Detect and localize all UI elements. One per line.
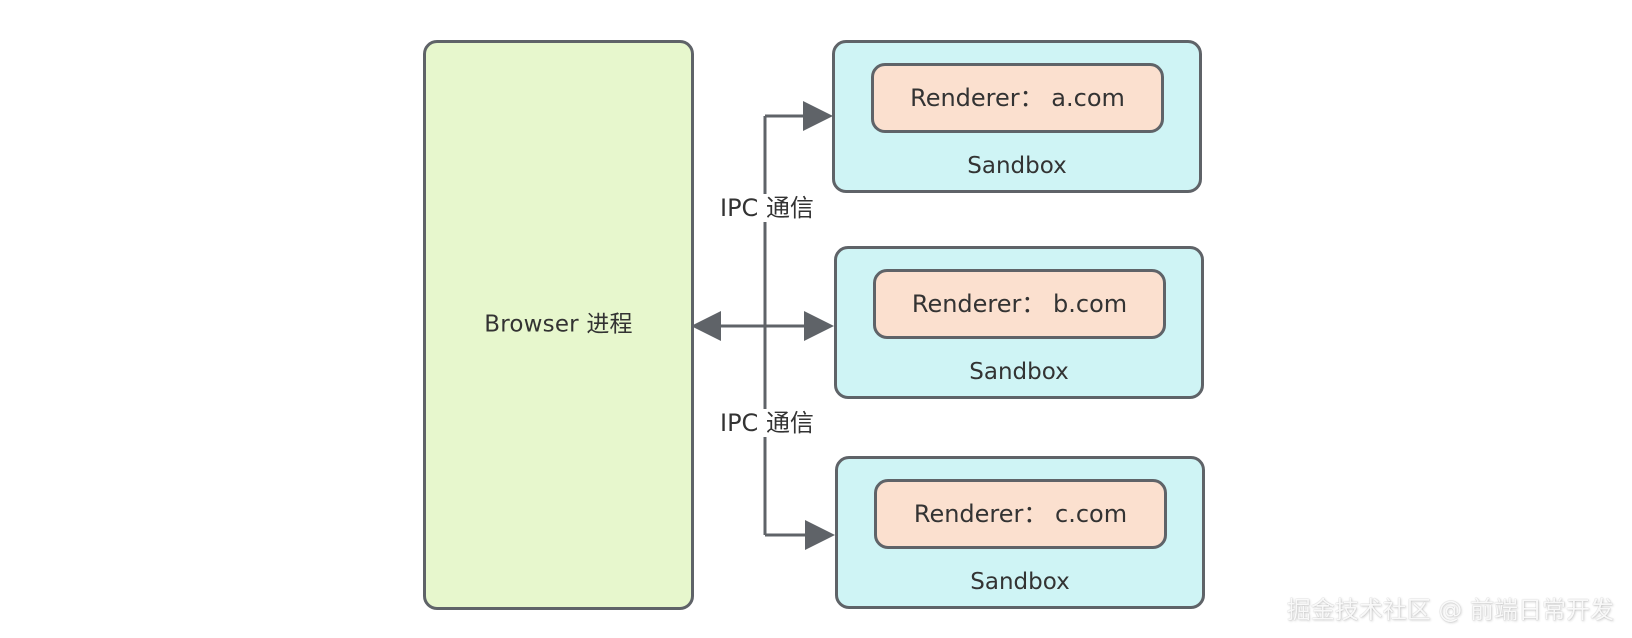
renderer-b-label: Renderer： b.com [911, 290, 1128, 318]
watermark-text: 掘金技术社区 @ 前端日常开发 [1286, 596, 1614, 624]
sandbox-b-label: Sandbox [969, 359, 1069, 385]
sandbox-c-label: Sandbox [970, 569, 1070, 595]
browser-process-label: Browser 进程 [484, 311, 633, 338]
renderer-c-label: Renderer： c.com [913, 500, 1128, 528]
ipc-label-bottom: IPC 通信 [716, 409, 818, 437]
sandbox-a-label: Sandbox [967, 153, 1067, 179]
renderer-b-box: Renderer： b.com [873, 269, 1166, 339]
renderer-a-box: Renderer： a.com [871, 63, 1164, 133]
renderer-a-label: Renderer： a.com [910, 84, 1125, 112]
browser-process-box: Browser 进程 [423, 40, 694, 610]
sandbox-a: Renderer： a.com Sandbox [832, 40, 1202, 193]
renderer-c-box: Renderer： c.com [874, 479, 1167, 549]
ipc-label-top: IPC 通信 [716, 194, 818, 222]
sandbox-b: Renderer： b.com Sandbox [834, 246, 1204, 399]
sandbox-c: Renderer： c.com Sandbox [835, 456, 1205, 609]
